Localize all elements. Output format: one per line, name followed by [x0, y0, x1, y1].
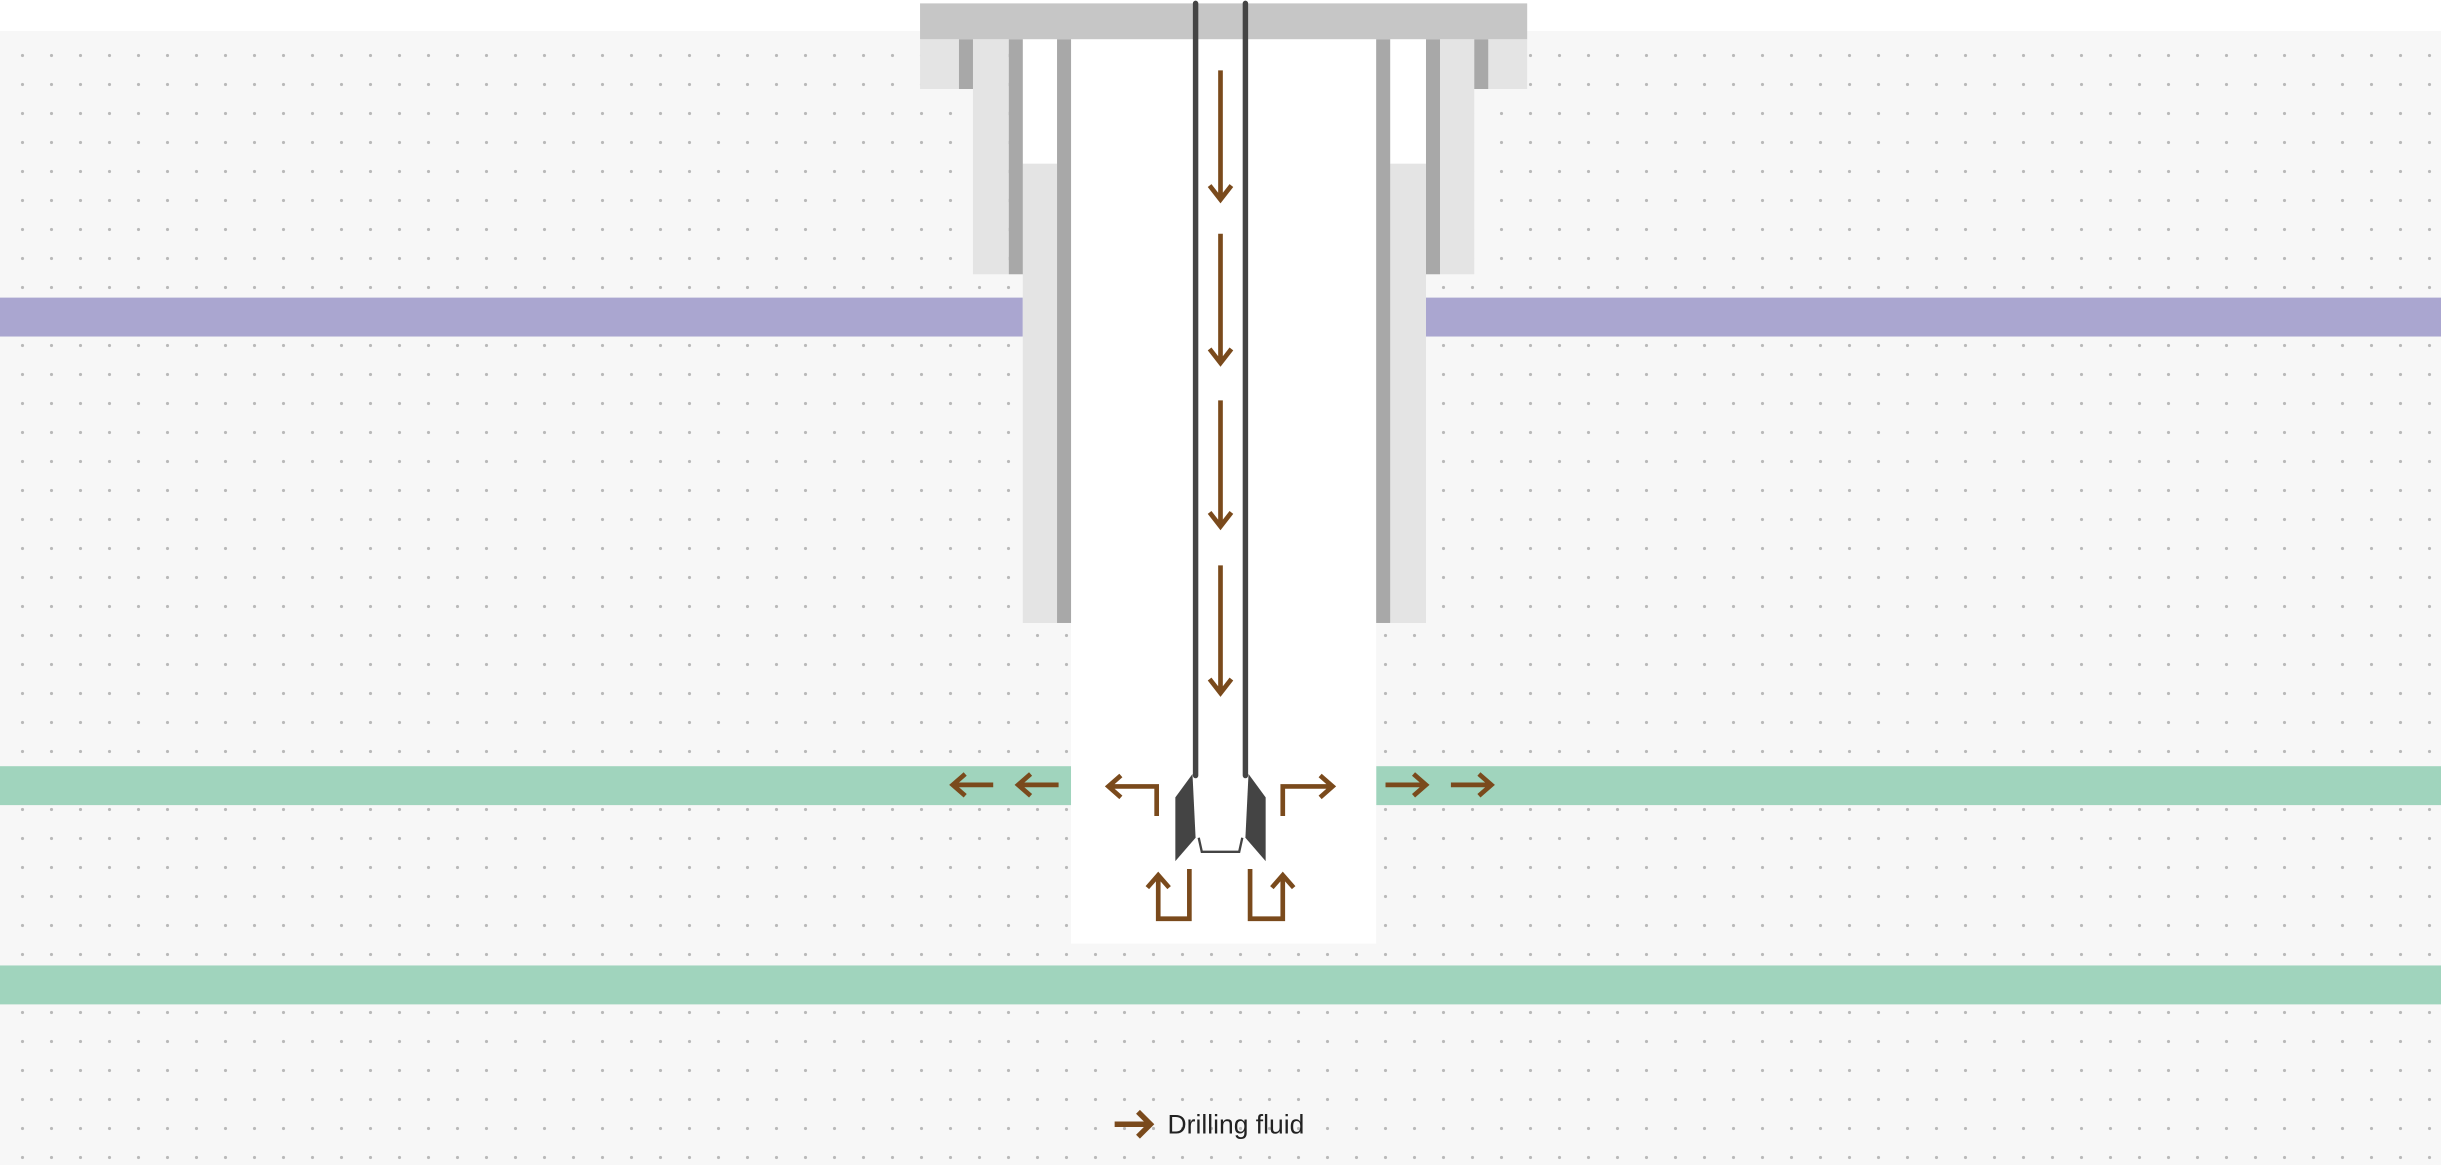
- down-arrow-icon: [1207, 70, 1234, 204]
- drill-bit: [1175, 773, 1266, 862]
- green-layer-upper-left: [0, 766, 1072, 806]
- legend: Drilling fluid: [1114, 1109, 1305, 1140]
- right-arrow-icon: [1385, 772, 1430, 798]
- down-arrow-icon: [1207, 565, 1234, 697]
- left-arrow-icon: [949, 772, 994, 798]
- left-arrow-icon: [1014, 772, 1059, 798]
- green-layer-upper-right: [1376, 766, 2441, 806]
- arrow-right-icon: [1114, 1109, 1155, 1139]
- left-casing-cement: [920, 39, 1072, 623]
- right-casing-cement: [1376, 39, 1528, 623]
- legend-label-drilling-fluid: Drilling fluid: [1168, 1110, 1305, 1140]
- bent-right-arrow-icon: [1280, 773, 1337, 817]
- green-layer-lower: [0, 965, 2441, 1005]
- u-turn-left-arrow-icon: [1145, 868, 1192, 922]
- bent-left-arrow-icon: [1104, 773, 1160, 817]
- u-turn-right-arrow-icon: [1247, 868, 1296, 922]
- purple-layer-left: [0, 297, 1023, 337]
- wellhead-cap: [920, 3, 1528, 40]
- drill-pipe: [1192, 0, 1249, 779]
- borehole: [1071, 39, 1377, 944]
- right-arrow-icon: [1450, 772, 1495, 798]
- down-arrow-icon: [1207, 233, 1234, 367]
- purple-layer-right: [1425, 297, 2441, 337]
- down-arrow-icon: [1207, 400, 1234, 531]
